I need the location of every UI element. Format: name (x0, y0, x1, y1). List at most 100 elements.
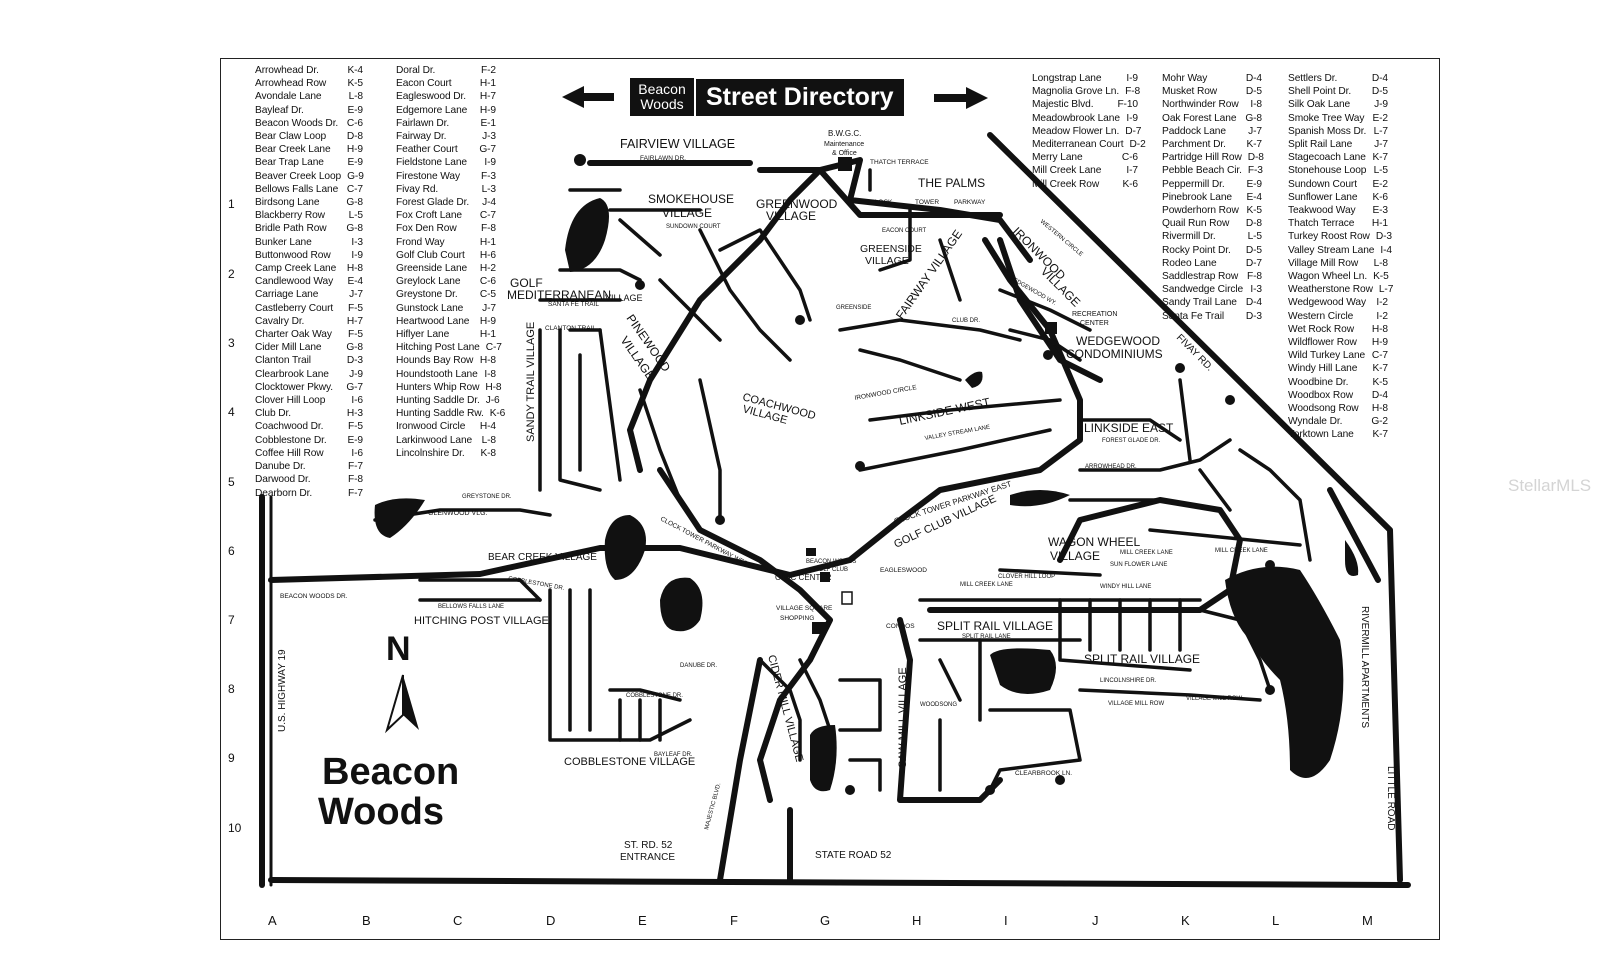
street (608, 688, 682, 702)
grid-ref: H-1 (1371, 218, 1388, 230)
grid-ref: F-10 (1117, 99, 1138, 111)
little-road (987, 132, 1403, 883)
label-village-mill-2: VILLAGE MILL ROW (1186, 696, 1242, 702)
street-name: Parchment Dr. (1162, 139, 1226, 151)
label-clanton: CLANTON TRAIL (545, 325, 596, 332)
lake (810, 725, 837, 792)
street-name: Rodeo Lane (1162, 257, 1217, 269)
grid-ref: I-2 (1376, 297, 1388, 309)
label-greenwood-village: VILLAGE (766, 209, 816, 223)
label-glenwood: GLENWOOD VLG. (428, 510, 488, 517)
grid-ref: C-5 (479, 289, 496, 301)
directory-entry: Club Dr.H-3 (255, 407, 363, 420)
label-hitching-post: HITCHING POST VILLAGE (414, 615, 549, 627)
street-name: Quail Run Row (1162, 218, 1230, 230)
grid-number: 1 (228, 197, 235, 211)
grid-ref: H-8 (485, 381, 502, 393)
street (418, 578, 542, 602)
grid-ref: G-8 (346, 342, 363, 354)
street-name: Fivay Rd. (396, 183, 439, 195)
grid-letter: A (268, 913, 277, 928)
grid-ref: H-9 (1371, 337, 1388, 349)
title-small: Beacon Woods (630, 78, 694, 116)
majestic-blvd (717, 657, 763, 883)
street-name: Arrowhead Dr. (255, 65, 319, 76)
street (758, 658, 802, 762)
street (1078, 418, 1182, 442)
grid-ref: E-2 (1372, 112, 1388, 124)
label-cavalry: CAVALRY DR. (965, 608, 1004, 614)
label-linkside-east: LINKSIDE EAST (1084, 421, 1174, 435)
cul-de-sac (1265, 560, 1275, 570)
label-wagon-wheel: WAGON WHEEL (1048, 535, 1141, 549)
street-name: Fieldstone Lane (396, 157, 467, 169)
street-name: Magnolia Grove Ln. (1032, 86, 1120, 98)
street (638, 388, 682, 502)
street-name: Paddock Lane (1162, 125, 1226, 137)
grid-ref: D-3 (1375, 231, 1392, 243)
label-greenside-lane: GREENSIDE (836, 305, 871, 311)
grid-ref: L-7 (1378, 284, 1394, 296)
grid-ref: E-9 (347, 434, 363, 446)
directory-entry: Cavalry Dr.H-7 (255, 315, 363, 328)
label-office: & Office (832, 150, 857, 157)
street-name: Larkinwood Lane (396, 434, 473, 446)
directory-entry: Greystone Dr.C-5 (396, 288, 496, 301)
label-woodsong: WOODSONG (920, 702, 957, 708)
grid-ref: K-5 (1372, 376, 1388, 388)
street (618, 218, 662, 257)
street (1078, 438, 1232, 472)
label-arrowhead: ARROWHEAD DR. (1085, 464, 1137, 470)
street-name: Wagon Wheel Ln. (1288, 271, 1368, 283)
recreation-center (1045, 322, 1057, 334)
grid-number: 9 (228, 751, 235, 765)
grid-ref: L-8 (481, 434, 497, 446)
label-clock-west: CLOCK TOWER PARKWAY WEST (659, 516, 752, 570)
label-condominiums: CONDOMINIUMS (1066, 347, 1163, 361)
grid-ref: K-8 (480, 447, 496, 459)
label-entrance: ENTRANCE (620, 852, 675, 863)
street (698, 378, 722, 522)
street-name: Thatch Terrace (1288, 218, 1355, 230)
grid-ref: C-7 (1371, 350, 1388, 362)
label-greystone: GREYSTONE DR. (462, 494, 512, 500)
label-civic-center: CIVIC CENTER (775, 573, 832, 582)
label-mediterranean: MEDITERRANEAN (507, 288, 611, 302)
street (1008, 328, 1082, 362)
grid-number: 4 (228, 405, 235, 419)
grid-ref: G-8 (1245, 112, 1262, 124)
street-name: Danube Dr. (255, 461, 306, 473)
north-arrow-left (385, 674, 404, 734)
street-name: Teakwood Way (1288, 205, 1356, 217)
north-arrow-right (403, 675, 419, 730)
cul-de-sac (574, 154, 586, 166)
street-name: Greylock Lane (396, 276, 461, 288)
directory-entry: Fivay Rd.L-3 (396, 183, 496, 196)
street-name: Spanish Moss Dr. (1288, 125, 1367, 137)
grid-number: 7 (228, 613, 235, 627)
grid-letter: I (1004, 913, 1008, 928)
label-ironwood-circle: IRONWOOD CIRCLE (854, 384, 918, 402)
grid-letter: B (362, 913, 371, 928)
grid-ref: L-5 (1373, 165, 1389, 177)
street-name: Bear Creek Lane (255, 144, 331, 156)
street-name: Darwood Dr. (255, 474, 311, 486)
directory-entry: Bayleaf Dr.E-9 (255, 104, 363, 117)
lake (1345, 540, 1359, 576)
street-name: Clover Hill Loop (255, 395, 326, 407)
